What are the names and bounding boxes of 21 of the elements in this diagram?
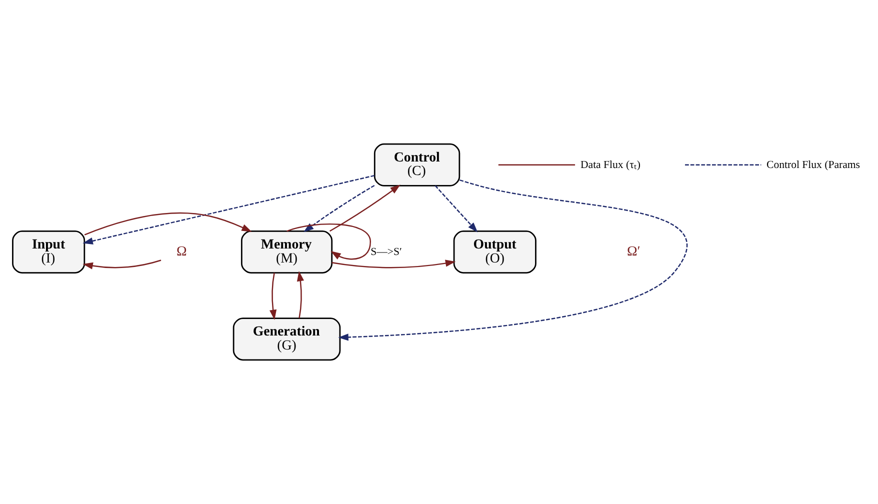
- arrow: [338, 179, 687, 341]
- arrow: [286, 223, 372, 260]
- arrow: [332, 260, 456, 268]
- arrow: [82, 260, 162, 270]
- node-box: Memory (M): [240, 230, 333, 274]
- arrow: [304, 184, 375, 232]
- node-text: Ω: [176, 244, 187, 260]
- node-box: Generation (G): [232, 318, 341, 361]
- arrow: [330, 184, 400, 232]
- legend-label: Control Flux (Params: [766, 158, 860, 171]
- arrow: [270, 272, 277, 320]
- legend-label: Data Flux (τₜ): [580, 158, 641, 171]
- node-box: Control (C): [374, 143, 460, 186]
- arrow: [82, 174, 375, 244]
- arrow: [434, 185, 478, 232]
- edge-label: S—>S′: [370, 246, 402, 258]
- node-box: Input (I): [12, 230, 86, 274]
- arrow: [296, 270, 304, 318]
- arrow: [84, 212, 252, 236]
- node-box: Output (O): [453, 230, 536, 274]
- label: Ω′: [626, 244, 640, 260]
